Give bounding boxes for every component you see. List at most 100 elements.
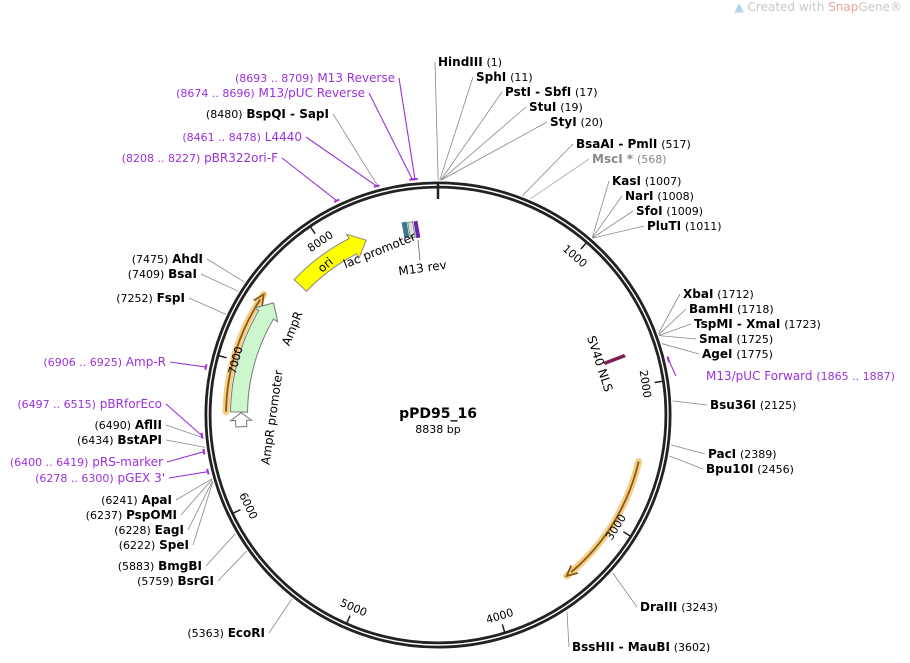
enzyme-position: (1) [487,56,503,69]
enzyme-label-29: (6490) AflII [94,418,162,432]
primer-range: (8674 .. 8696) [176,87,255,100]
enzyme-label-1: SphI (11) [476,70,533,84]
ampr-promoter-label: AmpR promoter [258,369,285,465]
primer-range: (8693 .. 8709) [235,72,314,85]
enzyme-label-5: BsaAI - PmlI (517) [576,137,691,151]
enzyme-name: SphI [476,70,506,84]
enzyme-leader [592,195,623,239]
enzyme-name: SmaI [699,332,733,346]
enzyme-position: (19) [560,101,583,114]
enzyme-leader [591,180,610,238]
enzyme-name: BmgBI [158,559,202,573]
enzyme-leader [440,91,503,181]
enzyme-label-16: Bsu36I (2125) [710,398,796,412]
enzyme-leader [658,293,681,334]
enzyme-label-25: (6228) EagI [114,523,184,537]
enzyme-name: BsaAI - PmlI [576,137,657,151]
enzyme-label-21: (5363) EcoRI [187,626,265,640]
primer-label-4: (6906 .. 6925) Amp-R [43,355,166,369]
tick-label: 4000 [484,606,515,627]
primer-name: M13/pUC Forward [706,369,813,383]
enzyme-leader [187,480,213,531]
enzyme-name: FspI [157,291,185,305]
enzyme-position: (3602) [674,641,711,654]
tick-mark [309,225,316,235]
enzyme-label-10: PluTI (1011) [647,219,722,233]
primer-marker [202,448,206,455]
primer-range: (6906 .. 6925) [43,356,122,369]
plasmid-length: 8838 bp [415,423,460,436]
enzyme-label-18: Bpu10I (2456) [706,462,794,476]
leader-lines [165,61,708,648]
enzyme-position: (8480) [206,108,243,121]
enzyme-name: EagI [155,523,184,537]
primer-range: (8208 .. 8227) [122,152,201,165]
sv40-nls-feature [603,354,626,365]
enzyme-leader [434,61,439,181]
enzyme-label-2: PstI - SbfI (17) [505,85,598,99]
primer-name: M13 Reverse [317,71,395,85]
tick-label: 1000 [560,242,590,270]
enzyme-position: (7409) [128,268,165,281]
enzyme-position: (3243) [681,601,718,614]
enzyme-label-28: (6434) BstAPI [77,433,162,447]
tick-label: 6000 [236,491,260,522]
enzyme-leader [439,76,474,181]
enzyme-label-6: MscI * (568) [592,152,667,166]
enzyme-position: (1008) [657,190,694,203]
primer-marker [373,184,380,188]
ampr-feature [230,302,279,413]
enzyme-name: BstAPI [117,433,162,447]
enzyme-position: (517) [661,138,691,151]
enzyme-position: (6222) [119,539,156,552]
enzyme-name: Bsu36I [710,398,756,412]
enzyme-name: PspOMI [126,508,177,522]
snapgene-credit: ▲ Created with SnapGene® [734,0,903,14]
primer-marker [206,468,210,475]
tick-mark [501,624,506,634]
enzyme-name: AhdI [172,252,203,266]
enzyme-label-24: (6222) SpeI [119,538,189,552]
tick-mark [654,380,664,384]
enzyme-label-13: TspMI - XmaI (1723) [694,317,821,331]
enzyme-label-17: PacI (2389) [708,447,777,461]
primer-range: (1865 .. 1887) [816,370,895,383]
enzyme-name: TspMI - XmaI [694,317,780,331]
enzyme-name: XbaI [683,287,713,301]
enzyme-leader [180,479,213,516]
enzyme-name: EcoRI [228,626,265,640]
enzyme-leader [206,258,245,283]
enzyme-leader [165,439,206,448]
enzyme-name: BamHI [689,302,733,316]
enzyme-label-4: StyI (20) [550,115,603,129]
enzyme-name: DraIII [640,600,677,614]
enzyme-leader [612,572,638,608]
enzyme-leader [268,598,293,634]
enzyme-name: BspQI - SapI [246,107,329,121]
enzyme-leader [200,273,239,292]
enzyme-name: PstI - SbfI [505,85,571,99]
orf_left-arrow [225,298,262,412]
primer-leader [368,92,413,180]
enzyme-leader [672,400,708,406]
enzyme-leader [658,308,687,335]
enzyme-name: Bpu10I [706,462,753,476]
enzyme-label-30: (7252) FspI [116,291,185,305]
enzyme-label-3: StuI (19) [529,100,583,114]
enzyme-name: PluTI [647,219,681,233]
primer-marker [412,177,418,181]
enzyme-name: SpeI [159,538,189,552]
enzyme-leader [566,611,570,648]
ampr-label: AmpR [279,309,305,347]
enzyme-name: BssHII - MauBI [572,640,670,654]
tick-label: 2000 [637,369,654,399]
primer-name: M13/pUC Reverse [259,86,366,100]
lac-operator-feature [407,221,416,239]
enzyme-leader [165,424,205,439]
features [222,220,643,580]
primer-name: Amp-R [126,355,166,369]
snapgene-logo-icon: ▲ [734,0,748,14]
orf_right-arrowhead [565,565,579,578]
enzyme-name: KasI [612,174,641,188]
